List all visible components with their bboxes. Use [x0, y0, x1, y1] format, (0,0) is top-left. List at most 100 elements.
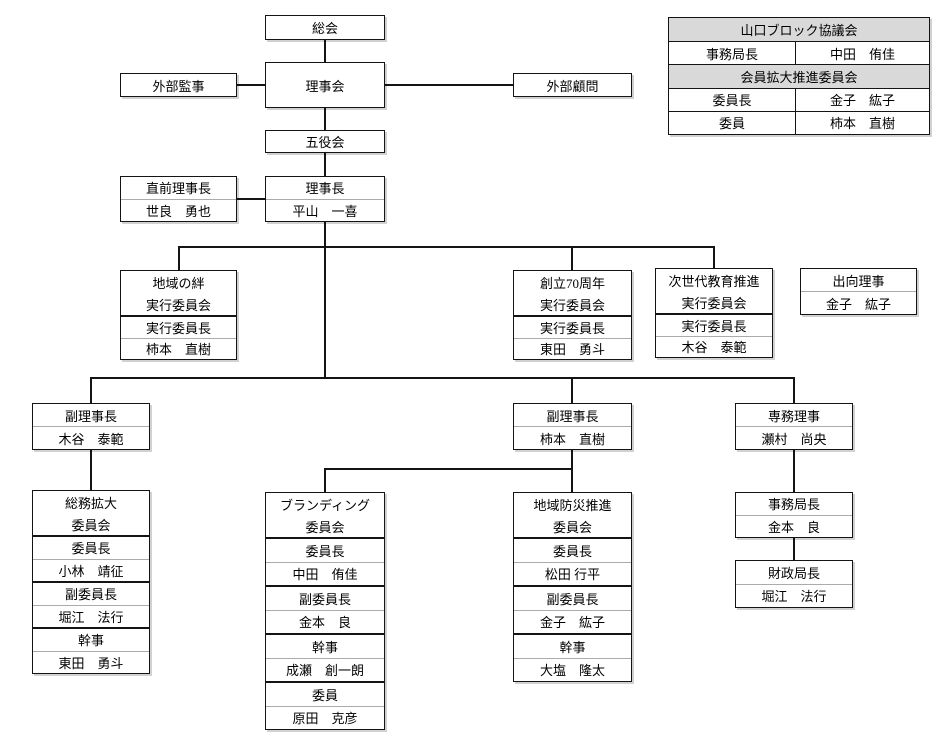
side-table: 山口ブロック協議会 事務局長 中田 侑佳 会員拡大推進委員会 委員長 金子 紘子…	[668, 17, 930, 135]
committee-title-box: 地域防災推進 委員会	[513, 492, 632, 538]
role-label: 理事長	[305, 181, 345, 197]
person-name: 堀江 法行	[33, 604, 149, 628]
person-name: 中田 侑佳	[266, 561, 384, 586]
pair-box: 事務局長 金本 良	[735, 492, 853, 538]
role-label: 専務理事	[767, 408, 820, 424]
name-cell: 中田 侑佳	[829, 46, 895, 62]
committee-title-box: 地域の絆 実行委員会	[120, 270, 237, 316]
committee-title-line1: ブランディング	[279, 497, 371, 513]
node-label: 五役会	[305, 135, 345, 150]
role-label: 副理事長	[64, 408, 117, 424]
role-label: 副委員長	[64, 587, 117, 603]
committee-title-box: ブランディング 委員会	[265, 492, 385, 538]
role-label: 幹事	[311, 639, 338, 655]
role-label: 委員長	[552, 543, 592, 559]
role-label: 財政局長	[767, 565, 820, 581]
committee-next-gen-education: 次世代教育推進 実行委員会 実行委員長 木谷 泰範	[655, 268, 773, 358]
connector-line	[178, 246, 180, 270]
node-executive-director: 専務理事 瀬村 尚央	[735, 403, 853, 450]
pair-box: 副委員長 金本 良	[265, 586, 385, 634]
connector-line	[793, 377, 795, 403]
committee-title-line2: 実行委員会	[681, 295, 747, 311]
connector-line	[324, 222, 326, 378]
person-name: 原田 克彦	[266, 705, 384, 730]
pair-box: 実行委員長 柿本 直樹	[120, 316, 237, 360]
role-label: 副委員長	[546, 591, 599, 607]
name-cell: 金子 紘子	[829, 93, 895, 109]
role-label: 委員長	[71, 541, 111, 557]
pair-box: 副委員長 金子 紘子	[513, 586, 632, 634]
person-name: 金子 紘子	[514, 609, 631, 634]
connector-line	[713, 246, 715, 268]
connector-line	[237, 84, 265, 86]
pair-box: 委員長 中田 侑佳	[265, 538, 385, 586]
role-label: 幹事	[77, 633, 104, 649]
connector-line	[571, 450, 573, 470]
role-label: 直前理事長	[145, 181, 211, 197]
person-name: 瀬村 尚央	[736, 426, 852, 449]
role-label: 委員	[311, 687, 338, 703]
node-label: 外部顧問	[546, 78, 599, 94]
role-label: 実行委員長	[145, 320, 211, 336]
pair-box: 財政局長 堀江 法行	[735, 560, 853, 608]
pair-box: 副理事長 木谷 泰範	[32, 403, 150, 450]
connector-line	[571, 246, 573, 270]
connector-line	[324, 153, 326, 176]
name-cell: 柿本 直樹	[829, 116, 895, 132]
pair-box: 実行委員長 東田 勇斗	[513, 316, 632, 360]
connector-line	[237, 198, 265, 200]
pair-box: 幹事 大塩 隆太	[513, 634, 632, 682]
connector-line	[324, 468, 573, 470]
node-external-auditor: 外部監事	[120, 73, 237, 97]
node-vice-president-center: 副理事長 柿本 直樹	[513, 403, 632, 450]
person-name: 木谷 泰範	[656, 335, 772, 358]
role-label: 幹事	[559, 639, 586, 655]
person-name: 金本 良	[736, 514, 852, 538]
committee-branding: ブランディング 委員会 委員長 中田 侑佳 副委員長 金本 良 幹事 成瀬 創一…	[265, 492, 385, 730]
committee-title-box: 創立70周年 実行委員会	[513, 270, 632, 316]
node-president: 理事長 平山 一喜	[265, 176, 385, 222]
person-name: 平山 一喜	[266, 198, 384, 222]
person-name: 大塩 隆太	[514, 657, 631, 682]
role-label: 実行委員長	[539, 320, 605, 336]
person-name: 小林 靖征	[33, 558, 149, 582]
connector-line	[571, 377, 573, 403]
pair-box: 副理事長 柿本 直樹	[513, 403, 632, 450]
committee-chiiki-no-kizuna: 地域の絆 実行委員会 実行委員長 柿本 直樹	[120, 270, 237, 360]
committee-title-box: 次世代教育推進 実行委員会	[655, 268, 773, 314]
node-board-of-directors: 理事会	[265, 62, 385, 108]
pair-box: 委員長 松田 行平	[513, 538, 632, 586]
table-header-row: 山口ブロック協議会	[669, 18, 929, 42]
pair-box: 直前理事長 世良 勇也	[120, 176, 237, 222]
role-label: 実行委員長	[681, 318, 747, 334]
pair-box: 実行委員長 木谷 泰範	[655, 314, 773, 358]
committee-title-box: 総務拡大 委員会	[32, 490, 150, 536]
pair-box: 専務理事 瀬村 尚央	[735, 403, 853, 450]
connector-line	[90, 450, 92, 490]
node-previous-president: 直前理事長 世良 勇也	[120, 176, 237, 222]
committee-title-line1: 次世代教育推進	[668, 273, 760, 289]
node-label: 理事会	[305, 78, 345, 94]
committee-disaster-prevention: 地域防災推進 委員会 委員長 松田 行平 副委員長 金子 紘子 幹事 大塩 隆太	[513, 492, 632, 682]
committee-title-line2: 委員会	[71, 517, 111, 533]
connector-line	[385, 84, 513, 86]
pair-box: 幹事 成瀬 創一朗	[265, 634, 385, 682]
table-row: 事務局長 中田 侑佳	[669, 41, 929, 65]
committee-title-line2: 委員会	[552, 519, 592, 535]
role-label: 事務局長	[767, 497, 820, 513]
person-name: 金子 紘子	[801, 291, 916, 314]
committee-title-line1: 地域防災推進	[533, 497, 612, 513]
node-secretary-general: 事務局長 金本 良	[735, 492, 853, 538]
connector-line	[324, 108, 326, 130]
person-name: 成瀬 創一朗	[266, 657, 384, 682]
person-name: 堀江 法行	[736, 583, 852, 608]
role-cell: 委員長	[669, 88, 796, 111]
node-dispatched-director: 出向理事 金子 紘子	[800, 268, 917, 315]
committee-title-line2: 実行委員会	[145, 297, 211, 313]
table-row: 委員長 金子 紘子	[669, 87, 929, 111]
person-name: 木谷 泰範	[33, 426, 149, 449]
connector-line	[793, 538, 795, 560]
node-five-officers: 五役会	[265, 130, 385, 153]
committee-70th-anniversary: 創立70周年 実行委員会 実行委員長 東田 勇斗	[513, 270, 632, 360]
